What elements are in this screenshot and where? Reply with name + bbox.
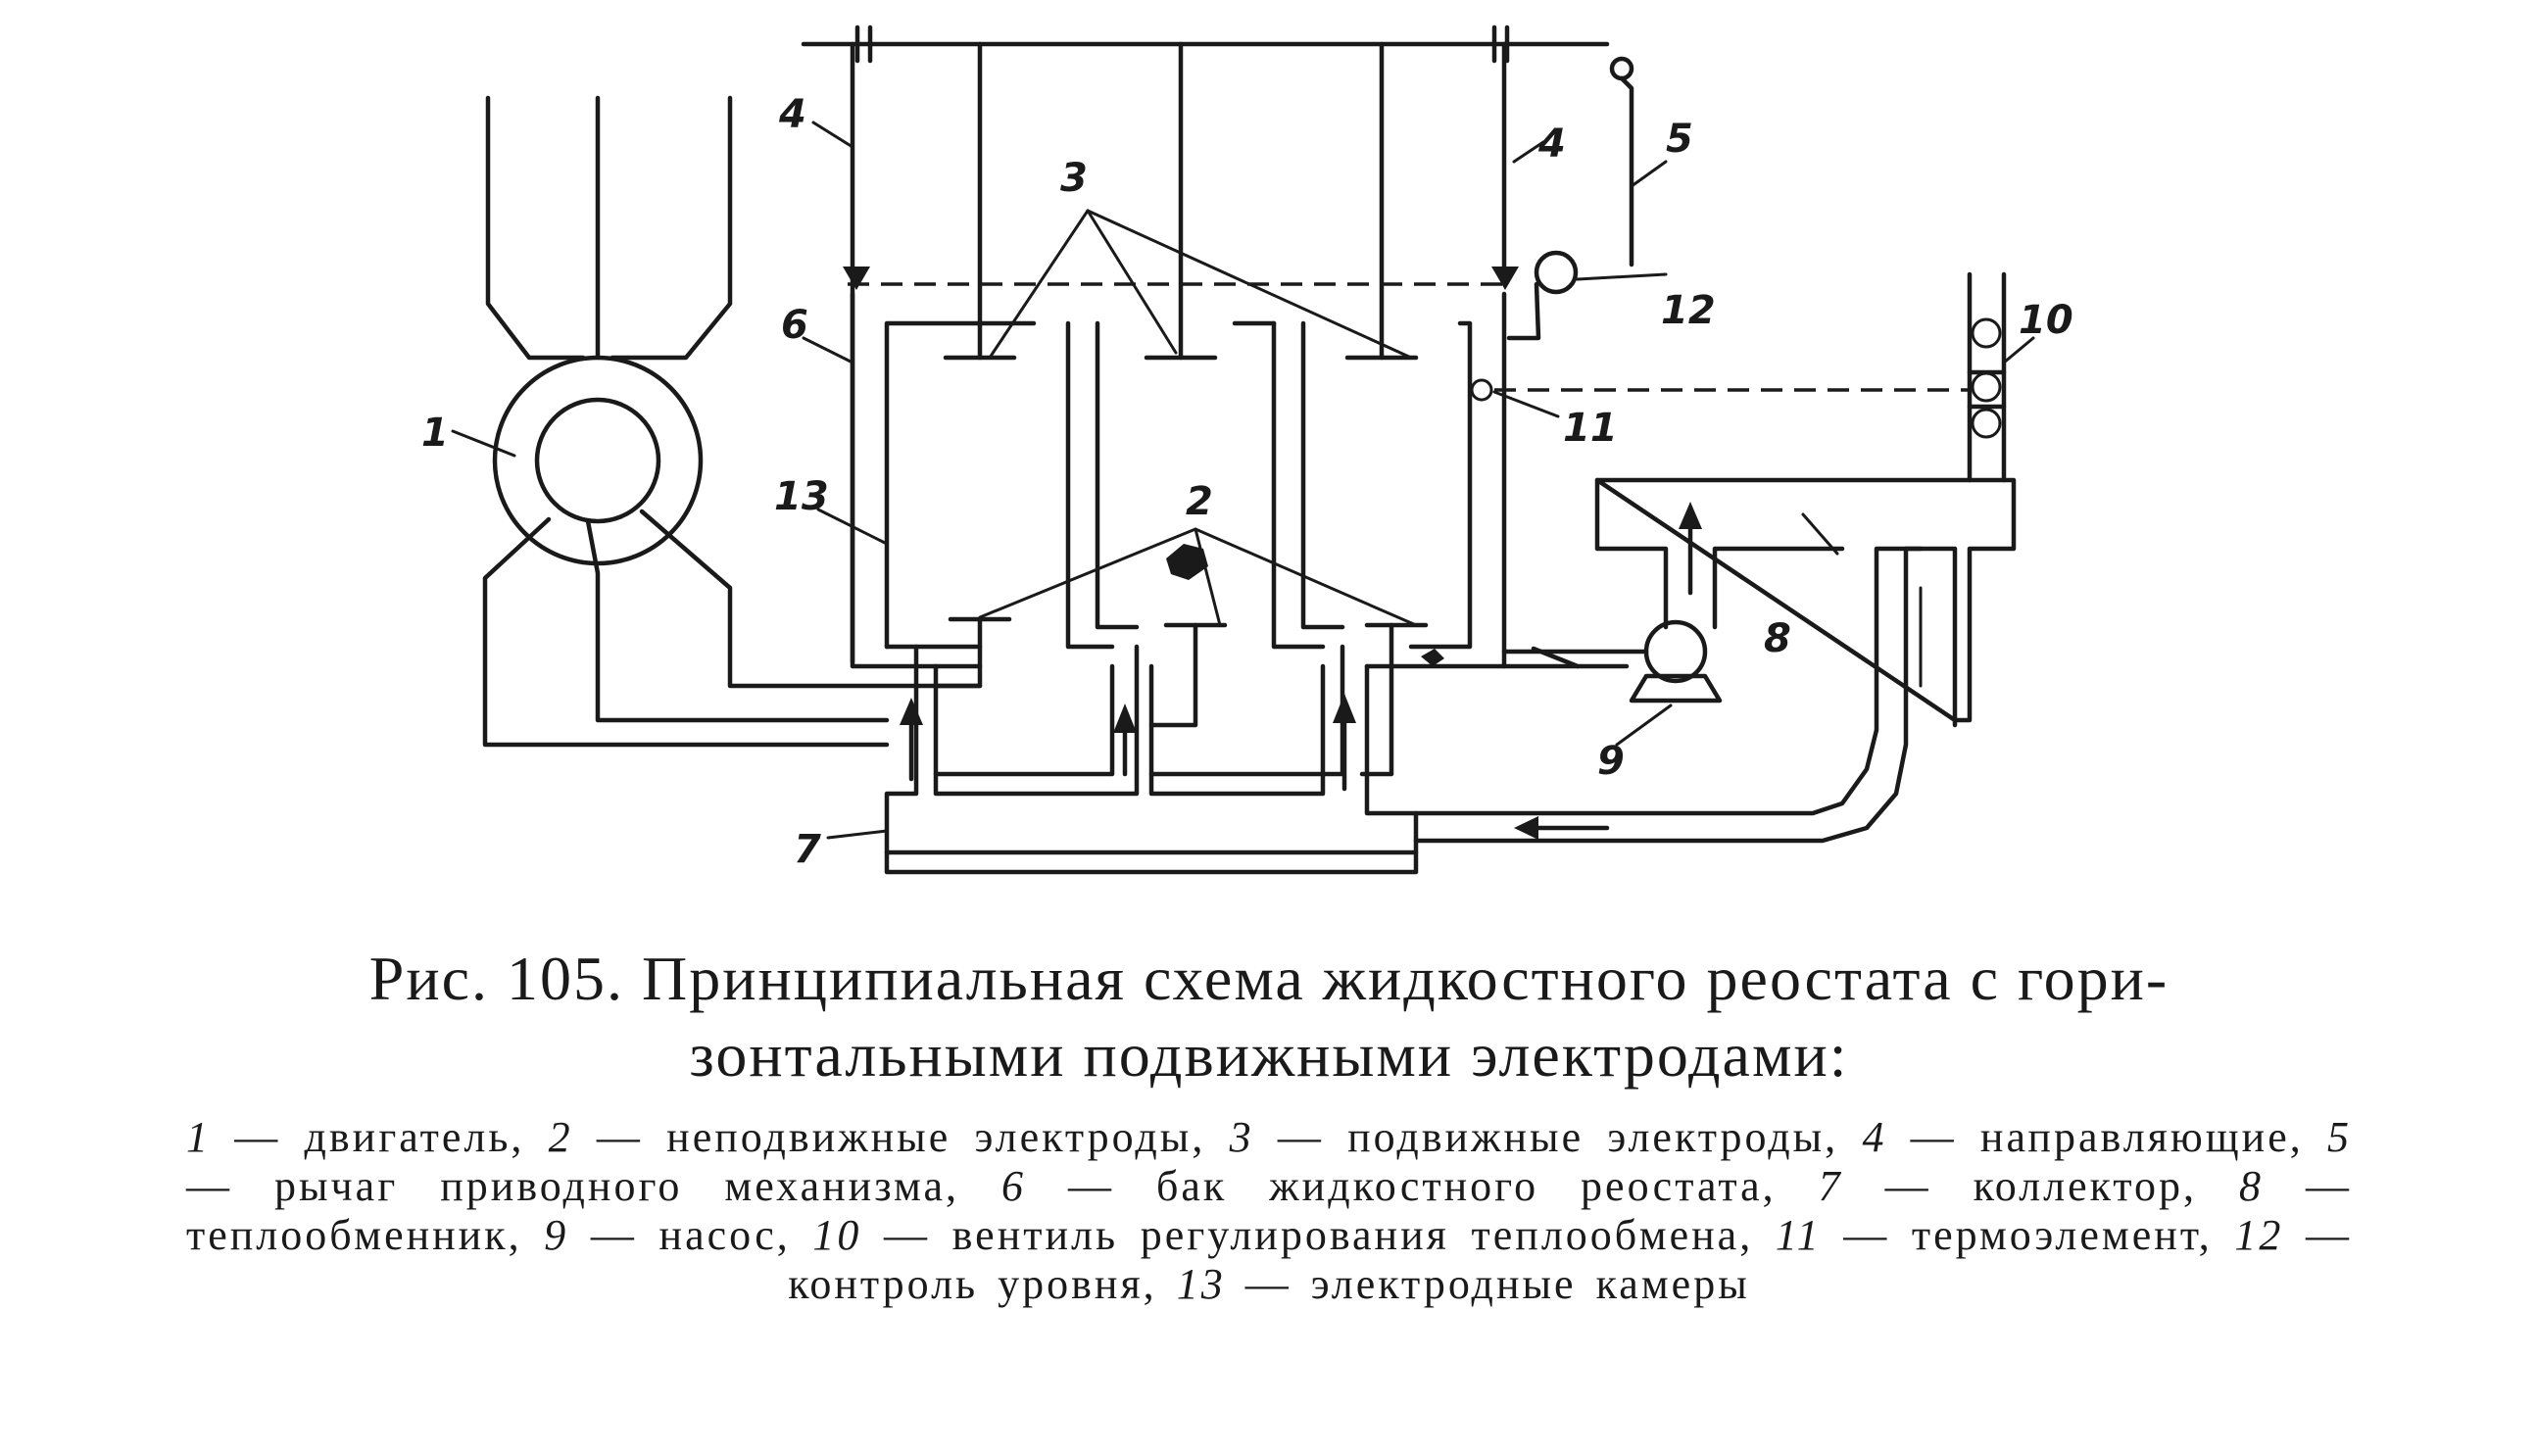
legend-text: — вентиль регулирования теплообмена, xyxy=(861,1211,1776,1259)
legend-number: 13 xyxy=(1176,1260,1226,1308)
label-8: 8 xyxy=(1764,616,1791,661)
legend-number: 7 xyxy=(1818,1162,1843,1210)
collector-pipes xyxy=(884,546,1958,875)
legend-text: — бак жидкостного реостата, xyxy=(1026,1162,1819,1210)
label-5: 5 xyxy=(1666,117,1693,162)
legend-item: 5 — рычаг приводного механизма, xyxy=(186,1113,2352,1210)
legend-number: 1 xyxy=(186,1113,211,1161)
legend-item: 7 — коллектор, xyxy=(1819,1162,2239,1210)
legend-number: 6 xyxy=(1001,1162,1027,1210)
motor xyxy=(482,95,983,748)
label-4-right: 4 xyxy=(1537,121,1566,167)
legend-number: 11 xyxy=(1775,1211,1822,1259)
rheostat-schematic: 1 2 3 4 4 5 6 7 8 9 10 11 12 13 xyxy=(421,24,2073,875)
legend-text: — направляющие, xyxy=(1886,1113,2327,1161)
legend-item: 8 — теплообменник, xyxy=(186,1162,2352,1259)
label-11: 11 xyxy=(1563,406,1618,451)
legend-number: 5 xyxy=(2326,1113,2352,1161)
legend-number: 9 xyxy=(544,1211,569,1259)
leader-lines xyxy=(451,121,2035,840)
label-4-left: 4 xyxy=(778,92,806,137)
legend-text: — термоэлемент, xyxy=(1821,1211,2235,1259)
legend-number: 10 xyxy=(812,1211,862,1259)
legend-text: — подвижные электроды, xyxy=(1253,1113,1863,1161)
label-12: 12 xyxy=(1661,288,1716,333)
legend-text: — электродные камеры xyxy=(1225,1260,1750,1308)
figure-caption: Рис. 105. Принципиальная схема жидкостно… xyxy=(167,941,2371,1309)
legend-item: 13 — электродные камеры xyxy=(1177,1260,1750,1308)
legend-number: 2 xyxy=(548,1113,573,1161)
legend-text: — теплообменник, xyxy=(186,1162,2353,1259)
label-13: 13 xyxy=(774,474,829,519)
legend-item: 3 — подвижные электроды, xyxy=(1230,1113,1863,1161)
rheostat-tank xyxy=(843,267,1519,669)
legend-text: — контроль уровня, xyxy=(788,1211,2353,1308)
legend-text: — коллектор, xyxy=(1842,1162,2240,1210)
heat-exchanger xyxy=(1594,477,2017,723)
legend-text: — двигатель, xyxy=(211,1113,549,1161)
legend-number: 3 xyxy=(1229,1113,1254,1161)
label-10: 10 xyxy=(2019,298,2073,343)
top-bar xyxy=(801,24,1634,267)
fixed-electrodes xyxy=(933,544,1444,777)
legend-item: 9 — насос, xyxy=(544,1211,812,1259)
legend-number: 12 xyxy=(2234,1211,2284,1259)
part-labels: 1 2 3 4 4 5 6 7 8 9 10 11 12 13 xyxy=(421,92,2073,872)
caption-title: Рис. 105. Принципиальная схема жидкостно… xyxy=(167,941,2371,1093)
legend-number: 8 xyxy=(2239,1162,2265,1210)
legend-text: — насос, xyxy=(568,1211,813,1259)
legend-text: — рычаг приводного механизма, xyxy=(186,1162,1002,1210)
label-2: 2 xyxy=(1186,479,1213,524)
legend-item: 4 — направляющие, xyxy=(1862,1113,2327,1161)
regulating-valve xyxy=(1967,271,2007,483)
legend-item: 2 — неподвижные электроды, xyxy=(549,1113,1230,1161)
legend-item: 12 — контроль уровня, xyxy=(788,1211,2352,1308)
legend-text: — неподвижные электроды, xyxy=(572,1113,1230,1161)
legend-item: 11 — термоэлемент, xyxy=(1776,1211,2235,1259)
label-6: 6 xyxy=(781,303,808,348)
caption-title-line-1: Рис. 105. Принципиальная схема жидкостно… xyxy=(368,944,2169,1013)
caption-title-line-2: зонтальными подвижными электродами: xyxy=(689,1020,1849,1090)
label-3: 3 xyxy=(1060,156,1088,201)
level-control xyxy=(1506,250,1579,341)
pump xyxy=(1501,619,1723,704)
legend-item: 10 — вентиль регулирования теплообмена, xyxy=(812,1211,1775,1259)
legend-number: 4 xyxy=(1862,1113,1887,1161)
label-7: 7 xyxy=(794,827,821,872)
movable-electrodes xyxy=(943,41,1419,361)
label-1: 1 xyxy=(421,411,449,456)
legend-item: 6 — бак жидкостного реостата, xyxy=(1001,1162,1819,1210)
legend-item: 1 — двигатель, xyxy=(186,1113,549,1161)
caption-legend: 1 — двигатель, 2 — неподвижные электроды… xyxy=(167,1113,2371,1309)
label-9: 9 xyxy=(1597,739,1625,784)
